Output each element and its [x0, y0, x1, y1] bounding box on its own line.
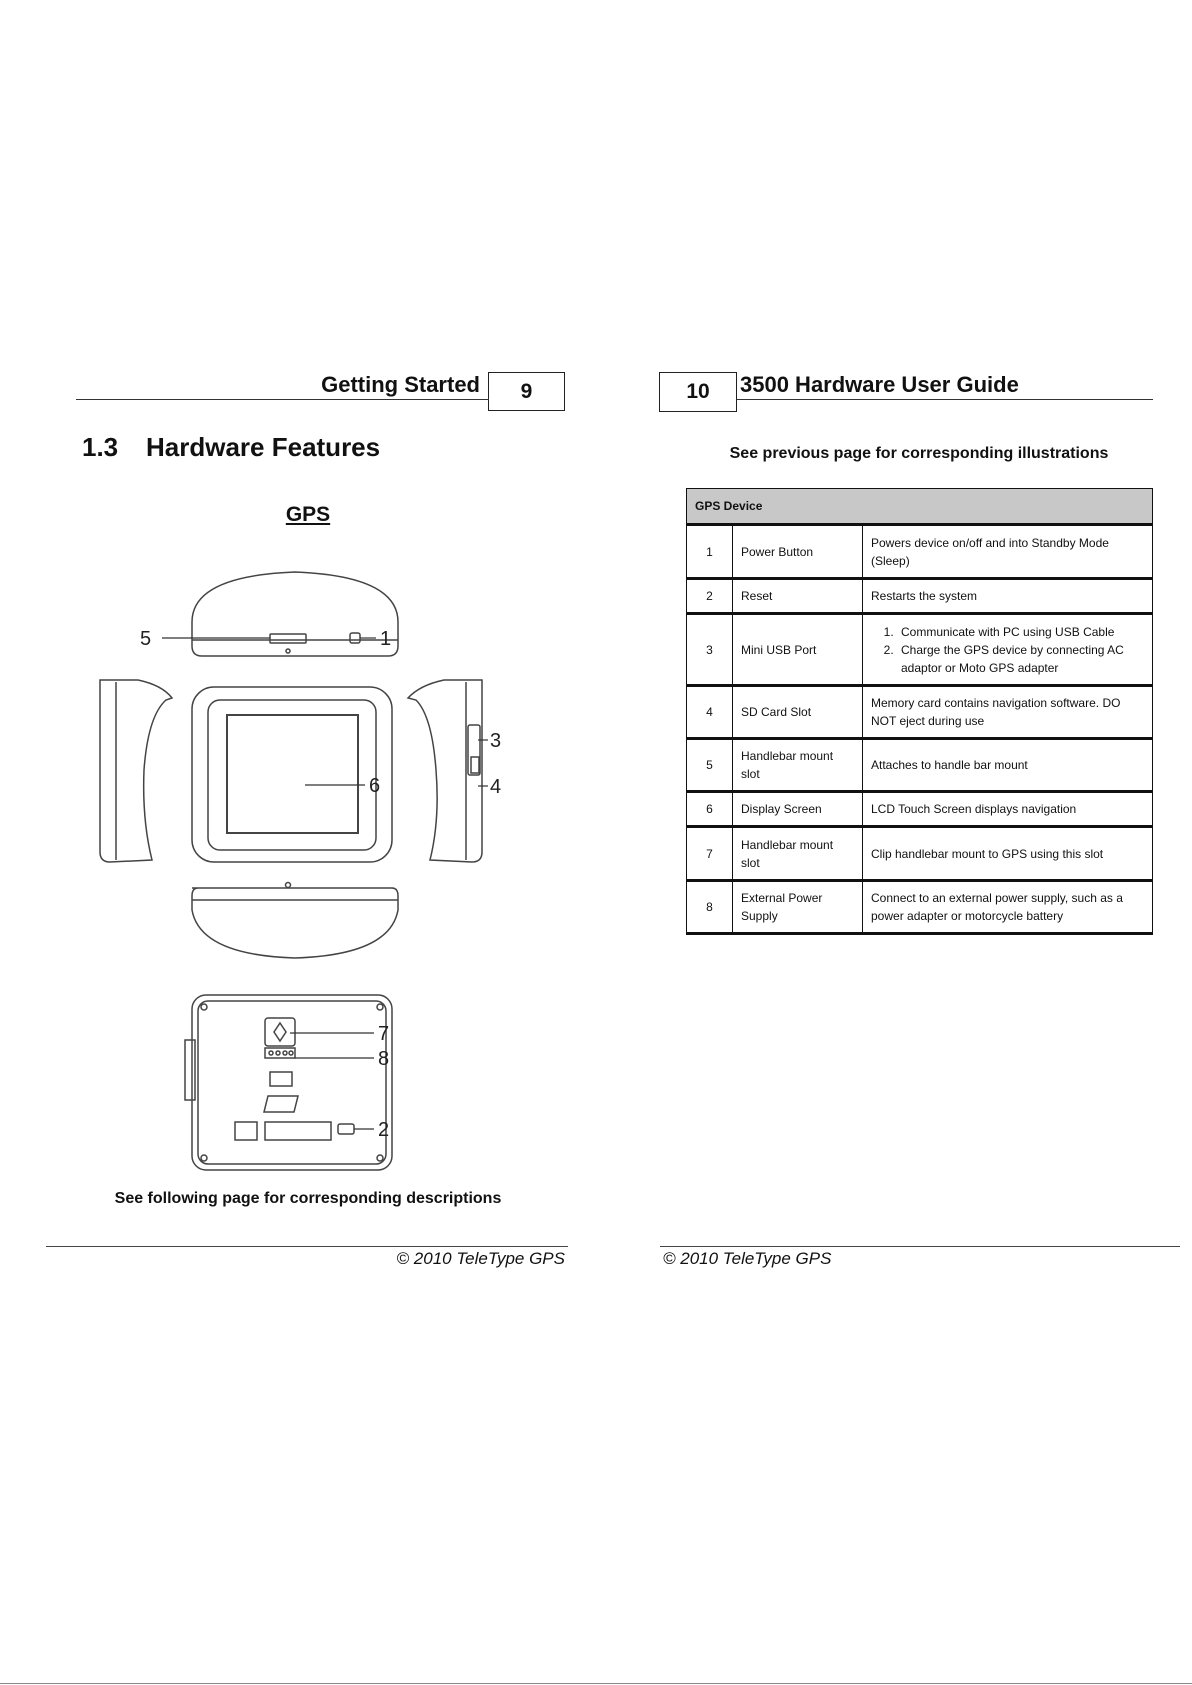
row-feature: Handlebar mount slot — [732, 826, 863, 882]
row-feature: Mini USB Port — [732, 613, 863, 687]
callout-4: 4 — [490, 776, 501, 798]
row-number: 6 — [686, 791, 733, 828]
row-number: 7 — [686, 826, 733, 882]
row-description: Restarts the system — [862, 578, 1153, 615]
left-footer: © 2010 TeleType GPS — [396, 1249, 565, 1268]
row-number: 4 — [686, 685, 733, 740]
callout-8: 8 — [378, 1048, 389, 1070]
table-row: 6 Display Screen LCD Touch Screen displa… — [686, 791, 1153, 828]
description-list-item: Communicate with PC using USB Cable — [897, 623, 1144, 641]
callout-6: 6 — [369, 775, 380, 797]
row-feature: Display Screen — [732, 791, 863, 828]
table-row: 7 Handlebar mount slot Clip handlebar mo… — [686, 826, 1153, 882]
right-footer: © 2010 TeleType GPS — [663, 1249, 832, 1268]
left-header-rule — [76, 399, 489, 400]
row-description: Powers device on/off and into Standby Mo… — [862, 524, 1153, 580]
row-feature: SD Card Slot — [732, 685, 863, 740]
row-number: 3 — [686, 613, 733, 687]
right-header-title: 3500 Hardware User Guide — [740, 372, 1019, 397]
row-number: 2 — [686, 578, 733, 615]
table-row: 1 Power Button Powers device on/off and … — [686, 524, 1153, 580]
table-row: 4 SD Card Slot Memory card contains navi… — [686, 685, 1153, 740]
row-description: Clip handlebar mount to GPS using this s… — [862, 826, 1153, 882]
callout-3: 3 — [490, 730, 501, 752]
row-feature: Power Button — [732, 524, 863, 580]
row-feature: Handlebar mount slot — [732, 738, 863, 793]
gps-heading: GPS — [285, 503, 331, 526]
row-number: 8 — [686, 880, 733, 935]
gps-back-view — [184, 994, 393, 1171]
row-description: Attaches to handle bar mount — [862, 738, 1153, 793]
gps-device-illustration: 5 1 3 6 4 7 8 2 — [99, 571, 501, 1171]
right-page-number: 10 — [659, 372, 737, 412]
gps-front-view — [191, 686, 393, 863]
row-number: 1 — [686, 524, 733, 580]
table-heading: GPS Device — [686, 488, 1153, 526]
row-description: LCD Touch Screen displays navigation — [862, 791, 1153, 828]
row-feature: Reset — [732, 578, 863, 615]
callout-1: 1 — [380, 628, 391, 650]
callout-5: 5 — [140, 628, 151, 650]
gps-bottom-view — [191, 881, 399, 959]
left-page-number: 9 — [488, 372, 565, 411]
gps-right-side-view — [406, 679, 483, 863]
gps-left-side-view — [99, 679, 174, 863]
section-number: 1.3 — [82, 432, 119, 462]
page-bottom-rule — [0, 1683, 1192, 1684]
left-caption: See following page for corresponding des… — [114, 1190, 502, 1207]
table-row: 3 Mini USB Port Communicate with PC usin… — [686, 613, 1153, 687]
row-description: Connect to an external power supply, suc… — [862, 880, 1153, 935]
left-header-title: Getting Started — [321, 372, 480, 397]
table-row: 8 External Power Supply Connect to an ex… — [686, 880, 1153, 935]
right-caption: See previous page for corresponding illu… — [729, 445, 1109, 462]
row-description: Communicate with PC using USB Cable Char… — [862, 613, 1153, 687]
right-footer-rule — [660, 1246, 1180, 1247]
left-footer-rule — [46, 1246, 568, 1247]
gps-top-view — [191, 571, 399, 657]
row-number: 5 — [686, 738, 733, 793]
description-list-item: Charge the GPS device by connecting AC a… — [897, 641, 1144, 677]
table-row: 2 Reset Restarts the system — [686, 578, 1153, 615]
row-feature: External Power Supply — [732, 880, 863, 935]
table-row: 5 Handlebar mount slot Attaches to handl… — [686, 738, 1153, 793]
callout-7: 7 — [378, 1023, 389, 1045]
callout-2: 2 — [378, 1119, 389, 1141]
right-header-rule — [737, 399, 1153, 400]
row-description: Memory card contains navigation software… — [862, 685, 1153, 740]
section-title: Hardware Features — [146, 432, 381, 462]
gps-device-table: GPS Device 1 Power Button Powers device … — [686, 488, 1153, 935]
